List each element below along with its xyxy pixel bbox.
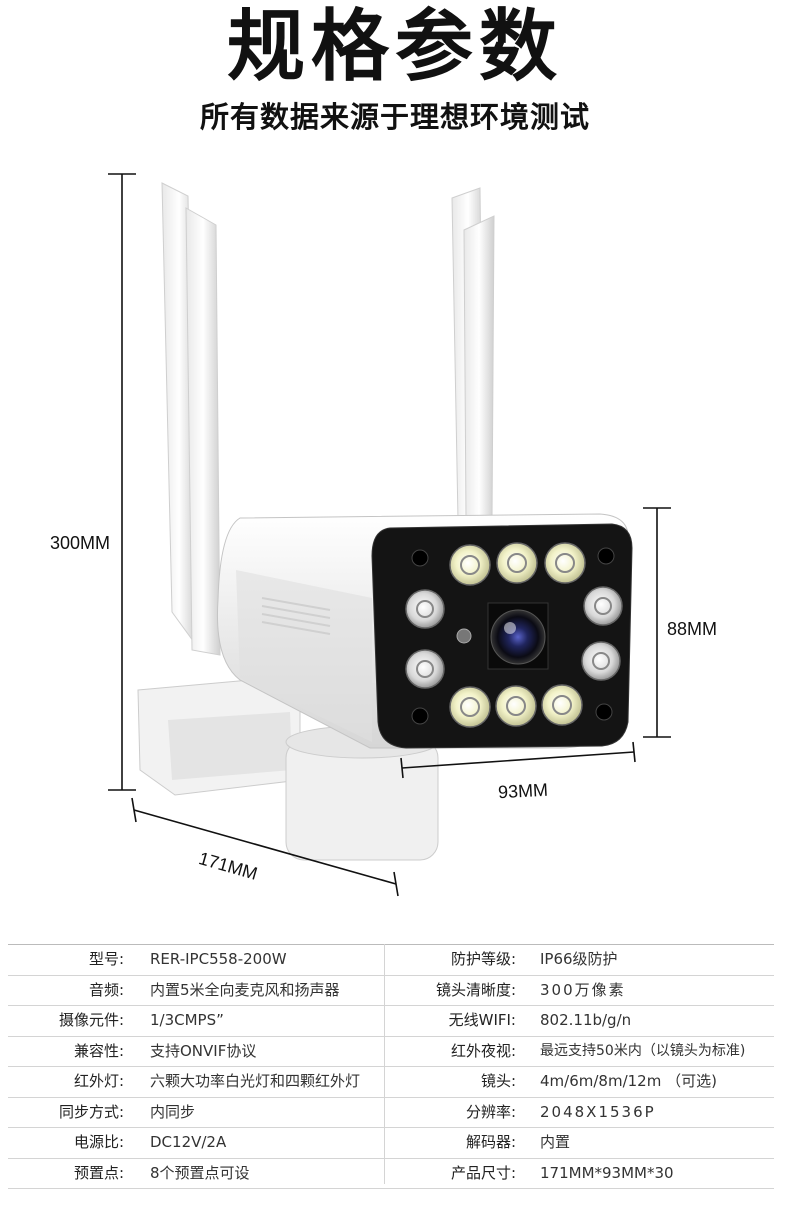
spec-value: 六颗大功率白光灯和四颗红外灯 <box>150 1072 361 1090</box>
antenna-left-front <box>185 207 221 656</box>
dimension-front-width: 93MM <box>497 779 549 803</box>
spec-value: 4m/6m/8m/12m （可选) <box>540 1072 717 1090</box>
spec-value: 最远支持50米内（以镜头为标准) <box>540 1042 746 1059</box>
spec-key: 摄像元件: <box>58 1011 124 1029</box>
dimension-front-height: 88MM <box>667 619 718 639</box>
spec-row: 摄像元件: 1/3CMPS” 无线WIFI: 802.11b/g/n <box>8 1006 774 1037</box>
white-led <box>495 685 537 727</box>
spec-key: 电源比: <box>73 1133 124 1151</box>
spec-key: 红外夜视: <box>450 1041 516 1060</box>
spec-value: 内同步 <box>150 1102 196 1121</box>
spec-value: 8个预置点可设 <box>150 1163 250 1182</box>
ir-led <box>583 586 623 626</box>
spec-row: 红外灯: 六颗大功率白光灯和四颗红外灯 镜头: 4m/6m/8m/12m （可选… <box>8 1067 774 1098</box>
spec-key: 产品尺寸: <box>450 1163 516 1182</box>
spec-value: RER-IPC558-200W <box>150 950 287 968</box>
spec-key: 分辨率: <box>465 1102 516 1121</box>
white-led <box>541 684 583 726</box>
spec-key: 红外灯: <box>73 1072 124 1090</box>
spec-value: 内置5米全向麦克风和扬声器 <box>150 980 340 999</box>
white-led <box>449 686 491 728</box>
ir-led <box>405 589 445 629</box>
spec-key: 镜头清晰度: <box>435 980 516 999</box>
camera-lens <box>490 609 546 665</box>
spec-key: 音频: <box>88 980 124 999</box>
white-led <box>496 542 538 584</box>
white-led <box>544 542 586 584</box>
spec-key: 型号: <box>88 950 124 968</box>
spec-table: 型号: RER-IPC558-200W 防护等级: IP66级防护 音频: 内置… <box>8 944 774 1189</box>
spec-key: 无线WIFI: <box>448 1011 516 1029</box>
spec-row: 预置点: 8个预置点可设 产品尺寸: 171MM*93MM*30 <box>8 1159 774 1189</box>
spec-value: 支持ONVIF协议 <box>150 1041 257 1060</box>
spec-key: 同步方式: <box>58 1102 124 1121</box>
ir-led <box>405 649 445 689</box>
spec-row: 同步方式: 内同步 分辨率: 2048X1536P <box>8 1098 774 1128</box>
antenna-right-front <box>463 215 495 521</box>
spec-value: 2048X1536P <box>540 1102 656 1121</box>
spec-value: IP66级防护 <box>540 950 618 968</box>
white-led <box>449 544 491 586</box>
spec-value: 300万像素 <box>540 980 626 999</box>
light-sensor <box>456 628 472 644</box>
spec-row: 电源比: DC12V/2A 解码器: 内置 <box>8 1128 774 1159</box>
spec-row: 型号: RER-IPC558-200W 防护等级: IP66级防护 <box>8 945 774 976</box>
spec-key: 解码器: <box>465 1133 516 1151</box>
spec-key: 预置点: <box>73 1163 124 1182</box>
page-subtitle: 所有数据来源于理想环境测试 <box>199 100 590 134</box>
dimension-height: 300MM <box>50 533 111 553</box>
camera-illustration <box>108 173 671 897</box>
spec-row: 音频: 内置5米全向麦克风和扬声器 镜头清晰度: 300万像素 <box>8 976 774 1006</box>
spec-value: 171MM*93MM*30 <box>540 1163 674 1182</box>
spec-value: DC12V/2A <box>150 1133 227 1151</box>
spec-key: 兼容性: <box>73 1041 124 1060</box>
table-divider <box>384 944 385 1184</box>
spec-value: 802.11b/g/n <box>540 1011 632 1029</box>
ir-led <box>581 641 621 681</box>
spec-value: 1/3CMPS” <box>150 1011 224 1029</box>
spec-row: 兼容性: 支持ONVIF协议 红外夜视: 最远支持50米内（以镜头为标准) <box>8 1037 774 1067</box>
page-title: 规格参数 <box>226 2 563 92</box>
spec-key: 镜头: <box>480 1072 516 1090</box>
spec-value: 内置 <box>540 1133 571 1151</box>
spec-key: 防护等级: <box>450 950 516 968</box>
